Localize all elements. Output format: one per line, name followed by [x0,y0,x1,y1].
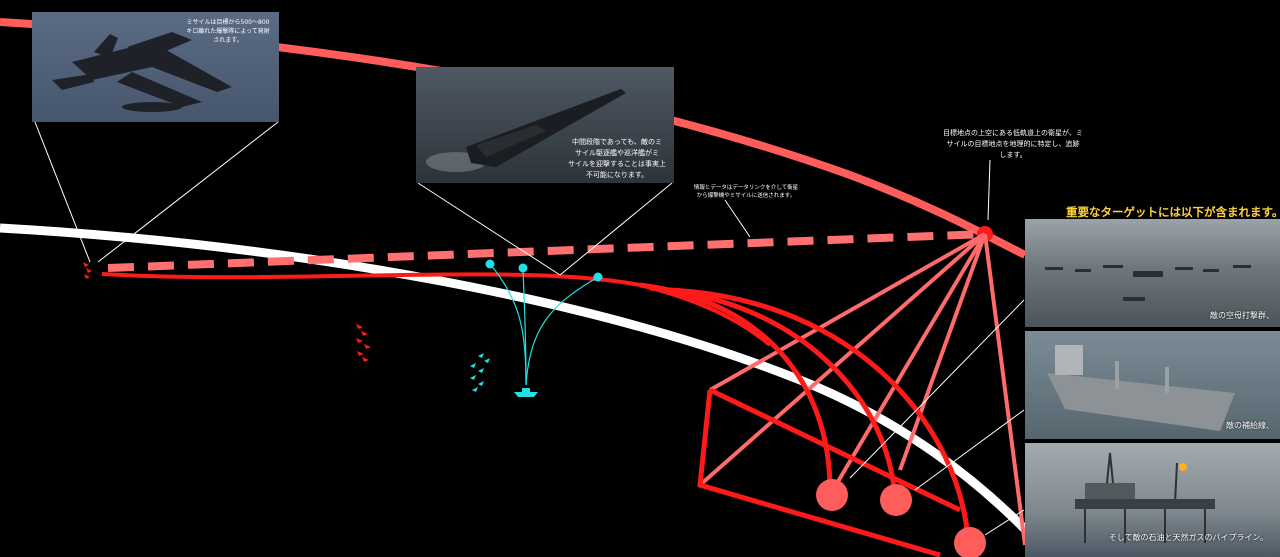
midcourse-caption: 中間段階であっても、敵のミ サイル駆逐艦や巡洋艦がミ サイルを迎撃することは事実… [562,137,672,181]
impact-marker-1 [816,479,848,511]
enemy-destroyer-icon [514,388,538,397]
interceptor-point-3 [594,273,603,282]
interceptor-point-2 [519,264,528,273]
impact-marker-2 [880,484,912,516]
missile-swarm-icon [356,324,371,362]
impact-marker-3 [954,527,986,557]
missile-image-panel: 中間段階であっても、敵のミ サイル駆逐艦や巡洋艦がミ サイルを迎撃することは事実… [416,67,674,183]
target-supply-ship-caption: 敵の補給線、 [1226,420,1274,431]
interceptor-swarm-icon [470,353,490,392]
bomber-formation-icon [83,262,92,279]
target-oil-platform-panel: そして敵の石油と天然ガスのパイプライン。 [1025,443,1280,557]
targets-heading: 重要なターゲットには以下が含まれます。 [1066,204,1280,220]
bomber-caption: ミサイルは目標から500～800 キロ離れた爆撃隊によって発射 されます。 [180,18,276,45]
terminal-dive-paths [640,285,968,540]
target-supply-ship-panel: 敵の補給線、 [1025,331,1280,439]
interceptor-paths [490,264,598,385]
bomber-image-panel: ミサイルは目標から500～800 キロ離れた爆撃隊によって発射 されます。 [32,12,279,122]
target-carrier-group-panel: 敵の空母打撃群、 [1025,219,1280,327]
interceptor-point-1 [486,260,495,269]
datalink-caption: 情報とデータはデータリンクを介して衛星 から爆撃機やミサイルに送信されます。 [676,184,816,200]
target-pipeline-caption: そして敵の石油と天然ガスのパイプライン。 [1109,532,1268,543]
target-carrier-group-caption: 敵の空母打撃群、 [1210,310,1274,321]
satellite-caption: 目標地点の上空にある低軌道上の衛星が、ミ サイルの目標地点を地理的に特定し、追跡… [928,128,1098,161]
